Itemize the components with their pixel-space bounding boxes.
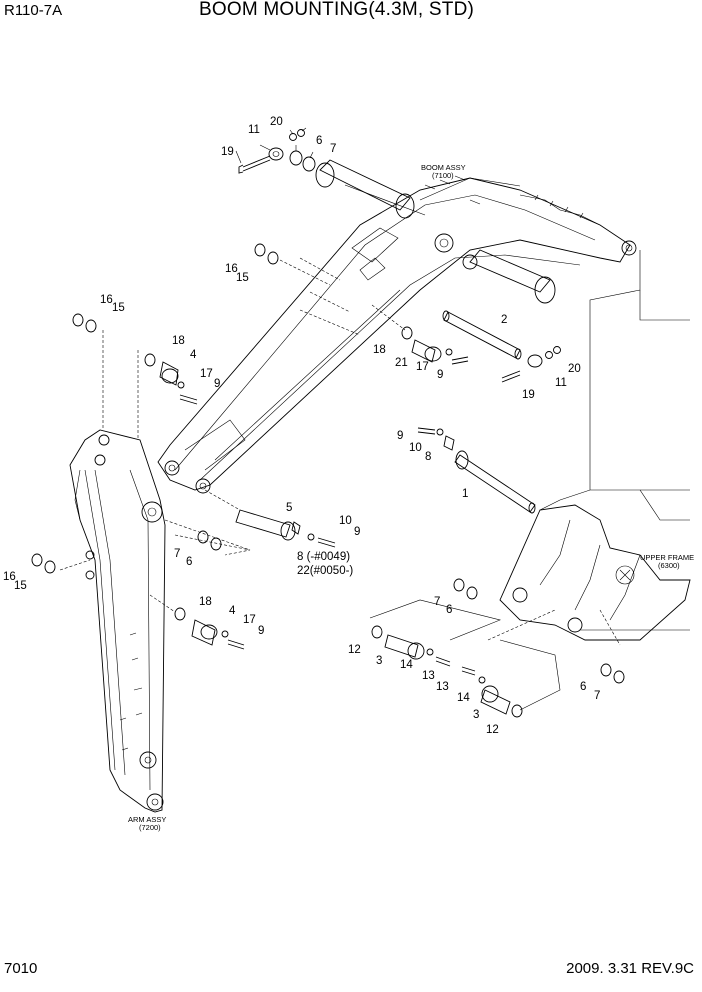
boom-cylinder-pin [315, 159, 556, 304]
callout-13: 13 [436, 681, 449, 693]
washer-pair-arm-mid [174, 530, 251, 556]
callout-9: 9 [258, 625, 264, 637]
callout-15: 15 [112, 302, 125, 314]
callout-3: 3 [376, 655, 382, 667]
pin-3-group-upper [371, 625, 451, 667]
callout-13: 13 [422, 670, 435, 682]
callout-19: 19 [522, 389, 535, 401]
pin-2 [442, 310, 522, 360]
callout-6: 6 [446, 604, 452, 616]
callout-11: 11 [555, 377, 567, 389]
upper-frame-label: UPPER FRAME [640, 553, 694, 562]
model-code: R110-7A [4, 2, 63, 19]
boom-assy-ref: (7100) [432, 171, 454, 180]
washer-pair-frame-upper [453, 578, 478, 600]
callout-9: 9 [437, 369, 443, 381]
pin-3-group-lower [461, 666, 523, 718]
washer-pair-frame-lower [600, 663, 625, 684]
callout-12: 12 [348, 644, 361, 656]
pin-5-group [204, 489, 336, 548]
callout-14: 14 [400, 659, 413, 671]
callout-4: 4 [190, 349, 197, 361]
callout-6: 6 [316, 135, 322, 147]
callout-21: 21 [395, 357, 408, 369]
upper-frame [499, 250, 691, 646]
callout-9: 9 [214, 378, 220, 390]
washer-pair-boom-left [254, 243, 331, 286]
callout-16: 16 [100, 294, 113, 306]
callout-10: 10 [339, 515, 352, 527]
callout-16: 16 [225, 263, 238, 275]
callout-7: 7 [594, 690, 600, 702]
callout-15: 15 [236, 272, 249, 284]
callout-17: 17 [416, 361, 429, 373]
callout-1: 1 [462, 488, 468, 500]
callout-7: 7 [434, 596, 440, 608]
callout-7: 7 [330, 143, 336, 155]
callout-9: 9 [354, 526, 360, 538]
page-title: BOOM MOUNTING(4.3M, STD) [199, 0, 475, 20]
callout-14: 14 [457, 692, 470, 704]
washer-pair-arm-top [72, 313, 97, 333]
callout-16: 16 [3, 571, 16, 583]
callout-7: 7 [174, 548, 180, 560]
callout-15: 15 [14, 580, 27, 592]
callout-18: 18 [373, 344, 386, 356]
callout-17: 17 [243, 614, 256, 626]
callout-4: 4 [229, 605, 236, 617]
callout-labels: 20 11 19 6 7 16 15 16 15 18 4 17 9 2 1 8 … [3, 116, 600, 736]
callout-2: 2 [501, 314, 507, 326]
callout-18: 18 [199, 596, 212, 608]
page-number: 7010 [4, 960, 38, 977]
arm-assy-label: ARM ASSY [128, 815, 166, 824]
pin-1-group [417, 427, 536, 514]
boom-assy-label: BOOM ASSY [421, 163, 466, 172]
callout-6: 6 [186, 556, 192, 568]
pin-group-right-upper [371, 304, 469, 365]
callout-6: 6 [580, 681, 586, 693]
callout-5: 5 [286, 502, 292, 514]
washer-pair-arm-left [31, 553, 56, 574]
frame-link-lines [369, 599, 561, 711]
arm-body [59, 330, 251, 813]
boom-body [157, 175, 637, 494]
callout-8-serial: 8 (-#0049) [297, 551, 350, 563]
upper-frame-ref: (6300) [658, 561, 680, 570]
callout-19: 19 [221, 146, 234, 158]
revision-date: 2009. 3.31 REV.9C [566, 960, 694, 977]
frame-dashed-link [487, 609, 556, 641]
callout-20: 20 [270, 116, 283, 128]
callout-10: 10 [409, 442, 422, 454]
arm-assy-ref: (7200) [139, 823, 161, 832]
pin-group-upper-left [144, 353, 198, 405]
callout-3: 3 [473, 709, 479, 721]
callout-20: 20 [568, 363, 581, 375]
callout-22-serial: 22(#0050-) [297, 565, 353, 577]
pin-group-lower-left [174, 607, 245, 650]
callout-18: 18 [172, 335, 185, 347]
hardware-group-right [501, 346, 561, 383]
callout-11: 11 [248, 124, 260, 136]
upper-hardware-group [235, 127, 316, 174]
callout-17: 17 [200, 368, 213, 380]
callout-12: 12 [486, 724, 499, 736]
callout-9: 9 [397, 430, 403, 442]
callout-8: 8 [425, 451, 431, 463]
